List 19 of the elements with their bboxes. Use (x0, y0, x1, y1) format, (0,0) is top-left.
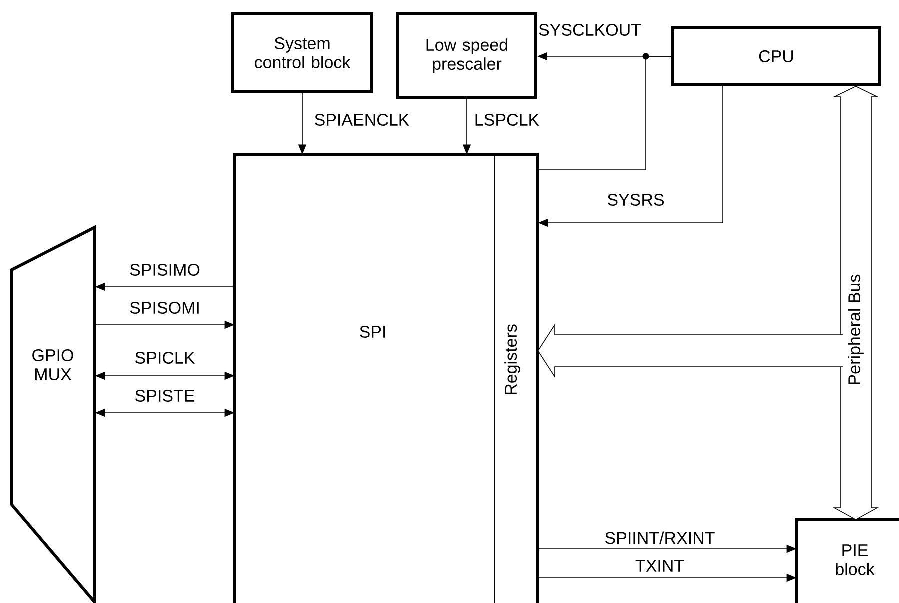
edge-label: Peripheral Bus (847, 273, 865, 387)
edge-label: SPIINT/RXINT (604, 530, 716, 546)
bus-arrow (538, 324, 844, 378)
edge-label: SPISTE (134, 388, 196, 404)
arrow (538, 53, 672, 170)
edge-label: SYSRS (606, 192, 666, 208)
edge-label: SPISOMI (128, 300, 202, 316)
mux-trapezoid: GPIO MUX (10, 225, 96, 603)
block-box: CPU (672, 26, 882, 86)
register-band: Registers (494, 154, 520, 603)
pie-block: PIE block (796, 518, 899, 603)
edge-label: LSPCLK (473, 112, 541, 128)
edge-label: SPIAENCLK (313, 112, 411, 128)
block-box: Low speed prescaler (396, 12, 538, 100)
edge-label: SPICLK (134, 351, 196, 366)
edge-label: TXINT (634, 559, 686, 573)
block-box: System control block (232, 12, 374, 94)
edge-label: SPISIMO (128, 262, 202, 278)
edge-label: SYSCLKOUT (538, 22, 642, 38)
